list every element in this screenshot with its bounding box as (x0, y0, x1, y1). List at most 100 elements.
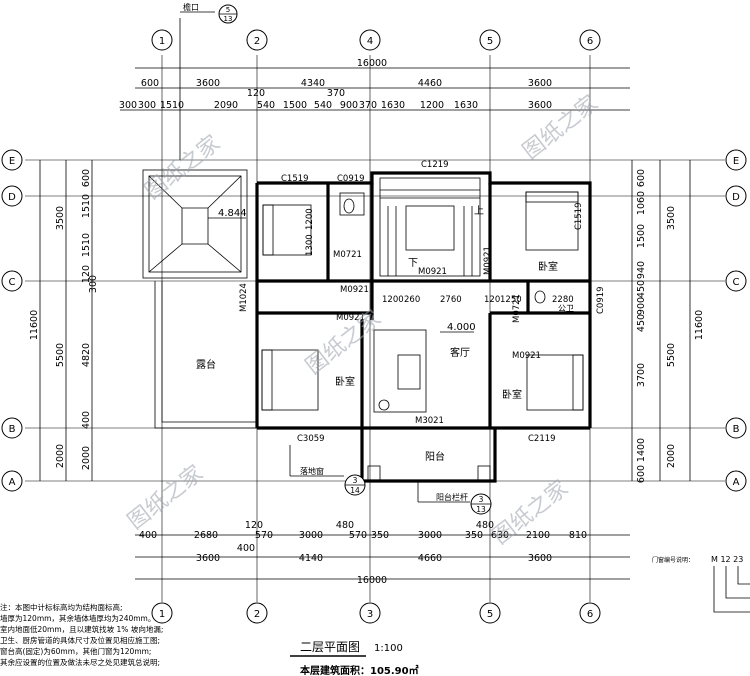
bottom-overall-dim: 16000 (357, 575, 387, 586)
window-label: C3059 (297, 434, 325, 444)
bottom-inner-dim: 630 (491, 530, 509, 541)
bed-w (261, 349, 319, 411)
axis-label: B (733, 424, 740, 435)
left-dim: 3500 (55, 206, 66, 230)
top-inner-dim: 3600 (528, 100, 552, 111)
left-inner-dim: 1510 (81, 233, 92, 257)
axis-label: 2 (254, 609, 260, 620)
callout-num: 3 (353, 476, 358, 485)
top-dim: 3600 (528, 78, 552, 89)
left-inner-dim: 120 (81, 265, 92, 283)
axis-label: 5 (487, 609, 493, 620)
top-inner-dim: 2090 (214, 100, 238, 111)
door-window-legend: 门窗编号说明： M 12 23 (652, 555, 750, 613)
note-line: 卫生、厨房管道的具体尺寸及位置见相应施工图; (0, 636, 161, 645)
mid-dim: 1200 (305, 208, 315, 230)
stairs-up-label: 上 (474, 205, 484, 217)
axis-label: 6 (587, 609, 593, 620)
door-label: M0721 (333, 250, 362, 260)
mid-dim: 1250 (500, 295, 522, 305)
axis-label: E (9, 156, 15, 167)
axis-label: B (9, 424, 16, 435)
staircase (379, 177, 481, 277)
right-dim: 3500 (666, 206, 677, 230)
top-inner-dim: 540 (314, 100, 332, 111)
bottom-inner-dim: 570 (349, 530, 367, 541)
note-line: 墙厚为120mm，其余墙体墙厚均为240mm。 (0, 614, 156, 623)
top-dim: 3600 (196, 78, 220, 89)
svg-text:图纸之家: 图纸之家 (140, 131, 225, 205)
bottom-inner-dim: 120 (245, 520, 263, 531)
axis-label: 6 (587, 36, 593, 47)
window-label: C1219 (421, 160, 449, 170)
axis-bubbles-right: E D C B A (725, 149, 747, 492)
left-dim: 5500 (55, 343, 66, 367)
toilet-fixture (339, 192, 546, 304)
axis-label: 1 (159, 609, 165, 620)
room-wc: 公卫 (558, 304, 574, 313)
legend-code: M 12 23 (711, 555, 743, 564)
stairs-down-label: 下 (408, 258, 418, 269)
note-line: 窗台高(固定)为60mm，其他门窗为120mm; (0, 647, 152, 656)
bed-nw (262, 204, 312, 256)
side-dimension-lines (39, 160, 691, 481)
right-inner-dim: 940 (636, 261, 647, 279)
room-balcony: 阳台 (425, 450, 445, 463)
top-inner-dim: 300 (119, 100, 137, 111)
bottom-inner-dim: 400 (139, 530, 157, 541)
bottom-dim: 4140 (299, 553, 323, 564)
drawing-scale: 1:100 (374, 643, 403, 654)
left-overall-dim: 11600 (29, 310, 40, 340)
legend-label: 门窗编号说明： (652, 556, 694, 564)
door-label: M0921 (340, 285, 369, 295)
bottom-inner-dim: 480 (336, 520, 354, 531)
bottom-inner-dim: 810 (569, 530, 587, 541)
axis-label: A (733, 477, 740, 488)
right-inner-dim: 450 (636, 280, 647, 298)
detail-num: 5 (226, 6, 230, 14)
top-overall-dim: 16000 (357, 58, 387, 69)
door-label: M0921 (336, 313, 365, 323)
bottom-inner-dim: 350 (371, 530, 389, 541)
top-inner-dim: 370 (327, 88, 345, 99)
mid-dim: 2280 (552, 295, 574, 305)
bottom-dim: 3600 (196, 553, 220, 564)
floor-elevation: 4.000 (447, 322, 476, 333)
bottom-inner-dim: 3000 (299, 530, 323, 541)
bottom-dim: 3600 (528, 553, 552, 564)
floor-area: 本层建筑面积：105.90㎡ (300, 664, 419, 676)
top-inner-dim: 370 (359, 100, 377, 111)
window-label: M3021 (415, 416, 444, 426)
roof-elevation: 4.844 (218, 208, 247, 219)
mid-dim: 2760 (440, 295, 462, 305)
railing-callout: 阳台栏杆 3 13 (417, 481, 492, 515)
top-dimension-lines (120, 67, 630, 111)
bottom-inner-dim: 350 (465, 530, 483, 541)
left-dim: 2000 (55, 444, 66, 468)
top-inner-dim: 120 (247, 88, 265, 99)
left-inner-dim: 600 (81, 169, 92, 187)
right-overall-dim: 11600 (694, 310, 705, 340)
mid-dim: 1200 (382, 295, 404, 305)
bottom-inner-dim: 3000 (418, 530, 442, 541)
left-inner-dim: 300 (88, 275, 99, 293)
bed-ne (525, 191, 579, 251)
window-label: C2119 (528, 434, 556, 444)
top-inner-dim: 1200 (420, 100, 444, 111)
window-label: C1519 (281, 174, 309, 184)
bottom-dim: 4660 (418, 553, 442, 564)
top-inner-dim: 900 (340, 100, 358, 111)
bottom-dim: 400 (237, 543, 255, 554)
right-inner-dim: 600 (636, 465, 647, 483)
bottom-inner-dim: 480 (476, 520, 494, 531)
axis-bubbles-bottom: 1 2 3 5 6 (151, 602, 601, 624)
left-inner-dim: 2000 (81, 446, 92, 470)
general-notes: 注：本图中计标标高均为结构面标高; 墙厚为120mm，其余墙体墙厚均为240mm… (0, 602, 163, 668)
top-inner-dim: 540 (257, 100, 275, 111)
note-line: 其余应设置的位置及做法未尽之处见建筑总说明; (0, 658, 161, 667)
right-inner-dim: 600 (636, 169, 647, 187)
callout-sheet: 14 (350, 486, 360, 495)
top-dim: 4460 (418, 78, 442, 89)
bottom-inner-dim: 2680 (194, 530, 218, 541)
drawing-title: 二层平面图 (300, 640, 360, 654)
